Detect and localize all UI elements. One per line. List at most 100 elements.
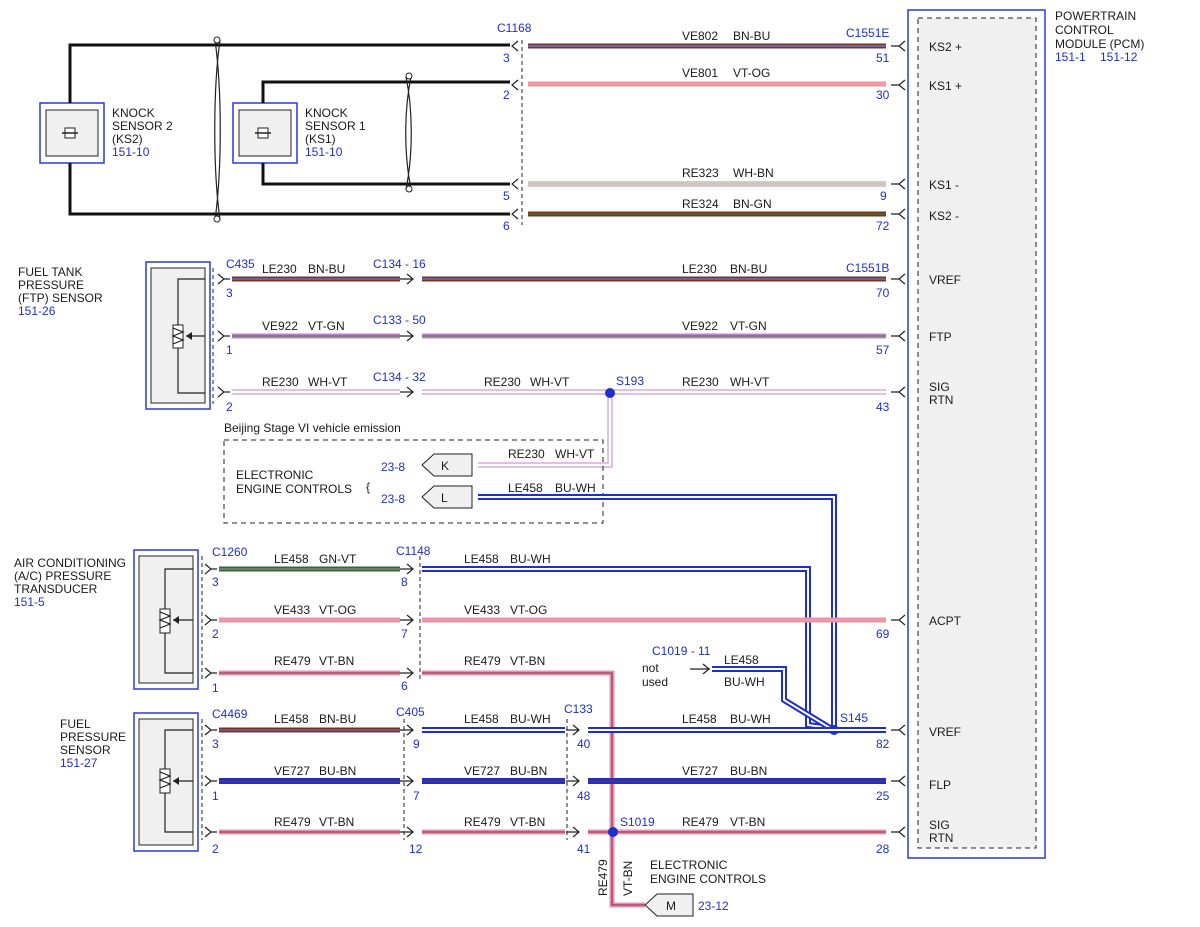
wire-re230-color-d: WH-VT <box>555 447 595 461</box>
pcm-e-pin-51: 51 <box>876 51 890 65</box>
pcm-pin-ks2-minus: KS2 - <box>929 209 959 223</box>
pcm-b-pin-43: 43 <box>876 400 890 414</box>
wire-le458-circuit-d: LE458 <box>508 481 543 495</box>
wire-re479-circuit-a: RE479 <box>274 654 311 668</box>
emission-dashed-box <box>223 439 604 524</box>
wire-le458-bw-color-c: BU-WH <box>730 712 771 726</box>
ftp-pin-2: 2 <box>226 400 233 414</box>
knock-sensor-2: KNOCK SENSOR 2 (KS2) 151-10 <box>39 102 173 164</box>
eec-l-ref: 23-8 <box>381 492 405 506</box>
wire-re479-vertical-circuit: RE479 <box>596 859 610 896</box>
c134-16-label: C134 - 16 <box>373 257 426 271</box>
pcm-pin-vref-2: VREF <box>929 725 961 739</box>
wire-ve727-color-a: BU-BN <box>319 764 356 778</box>
pcm-pin-ks2-plus: KS2 + <box>929 40 962 54</box>
c1148-pin-7: 7 <box>401 627 408 641</box>
pcm-title-line3: MODULE (PCM) <box>1055 37 1144 51</box>
ac-pin-1: 1 <box>212 681 219 695</box>
eec-bottom-ref: 23-12 <box>698 899 729 913</box>
emission-note: Beijing Stage VI vehicle emission <box>224 421 401 435</box>
ac-wires: LE458 GN-VT C1148 8 LE458 BU-WH VE433 VT… <box>219 544 890 908</box>
eec-box-label-2: ENGINE CONTROLS <box>236 482 352 496</box>
wire-le458-nu-color: BU-WH <box>724 675 765 689</box>
pcm-pin-ftp: FTP <box>929 330 952 344</box>
c1148-pin-8: 8 <box>401 575 408 589</box>
pcm-ref-2: 151-12 <box>1100 50 1138 64</box>
c435-label: C435 <box>226 257 255 271</box>
ftp-ref: 151-26 <box>18 304 56 318</box>
ac-label-3: TRANSDUCER <box>14 582 98 596</box>
fp-pin-1: 1 <box>212 789 219 803</box>
fp-pin-3: 3 <box>212 737 219 751</box>
wire-re323-circuit: RE323 <box>682 166 719 180</box>
c1168-pin-3: 3 <box>503 51 510 65</box>
pcm-pin-ks1-minus: KS1 - <box>929 178 959 192</box>
ac-pin-3: 3 <box>212 575 219 589</box>
splice-s193-label: S193 <box>616 374 644 388</box>
c1148-label: C1148 <box>396 544 431 558</box>
c134-32-label: C134 - 32 <box>373 370 426 384</box>
pcm-pin-rtn-2: RTN <box>929 831 953 845</box>
wire-le230-color-a: BN-BU <box>308 262 345 276</box>
ac-resistor-icon <box>159 608 171 634</box>
ac-label-2: (A/C) PRESSURE <box>14 569 111 583</box>
ftp-pin-1: 1 <box>226 343 233 357</box>
eec-pin-k: K <box>441 459 449 473</box>
c1168-pin-6: 6 <box>503 219 510 233</box>
wire-re230-color-c: WH-VT <box>730 375 770 389</box>
wire-ve727-color-c: BU-BN <box>730 764 767 778</box>
pcm-pin-vref-1: VREF <box>929 273 961 287</box>
ks2-label-2: SENSOR 2 <box>112 119 173 133</box>
knock-harness <box>68 36 510 223</box>
c133-pin-48: 48 <box>577 789 591 803</box>
wire-ve727-circuit-a: VE727 <box>274 764 310 778</box>
wire-le458-gn-circuit: LE458 <box>274 552 309 566</box>
wire-ve433-circuit-a: VE433 <box>274 603 310 617</box>
splice-s145-label: S145 <box>840 711 868 725</box>
knock-sensor-1: KNOCK SENSOR 1 (KS1) 151-10 <box>232 102 366 164</box>
fp-pin-2: 2 <box>212 842 219 856</box>
wire-ve922-circuit-b: VE922 <box>682 319 718 333</box>
wire-ve727-color-b: BU-BN <box>510 764 547 778</box>
pcm-title-line2: CONTROL <box>1055 23 1114 37</box>
wire-le458-bw-color-b: BU-WH <box>510 712 551 726</box>
wire-le230-circuit-b: LE230 <box>682 262 717 276</box>
c405-pin-12: 12 <box>409 842 423 856</box>
c133-pin-40: 40 <box>577 737 591 751</box>
pcm-ref-1: 151-1 <box>1055 50 1086 64</box>
wire-ve802-circuit: VE802 <box>682 29 718 43</box>
wire-ve727-circuit-b: VE727 <box>464 764 500 778</box>
fp-label-1: FUEL <box>60 717 91 731</box>
eec-bottom: RE479 VT-BN ELECTRONIC ENGINE CONTROLS M… <box>596 858 766 917</box>
pcm-pin-flp: FLP <box>929 778 951 792</box>
wire-ve922-circuit-a: VE922 <box>262 319 298 333</box>
wire-re479-circuit-b: RE479 <box>464 654 501 668</box>
wire-ve433-circuit-b: VE433 <box>464 603 500 617</box>
c405-pin-7: 7 <box>413 789 420 803</box>
wire-ve801-color: VT-OG <box>733 66 770 80</box>
pcm-pin-28: 28 <box>876 842 890 856</box>
pcm-e-pin-9: 9 <box>880 189 887 203</box>
ks1-label-3: (KS1) <box>305 132 336 146</box>
wire-re479-circuit-c: RE479 <box>274 815 311 829</box>
wire-le458-gn-color: GN-VT <box>319 552 357 566</box>
wire-re479-vertical-color: VT-BN <box>621 861 635 896</box>
fp-resistor-icon <box>159 768 171 794</box>
fp-label-3: SENSOR <box>60 743 111 757</box>
c1019-label: C1019 - 11 <box>652 644 711 658</box>
pcm-b-pin-57: 57 <box>876 343 890 357</box>
pcm-pin-sig-2: SIG <box>929 818 950 832</box>
wire-ve801-circuit: VE801 <box>682 66 718 80</box>
wire-re230-circuit-b: RE230 <box>484 375 521 389</box>
wire-le230-color-b: BN-BU <box>730 262 767 276</box>
c1260-label: C1260 <box>212 545 248 559</box>
wire-ve433-color-b: VT-OG <box>510 603 547 617</box>
c133-pin-41: 41 <box>577 842 591 856</box>
fp-wires: S1019 LE458 BN-BU C405 9 LE458 BU-WH C13… <box>219 702 890 856</box>
eec-box-label-1: ELECTRONIC <box>236 468 314 482</box>
wire-ve727-circuit-c: VE727 <box>682 764 718 778</box>
ftp-wires: S193 LE230 BN-BU C134 - 16 LE230 BN-BU C… <box>232 257 890 468</box>
wire-le458-bw-circuit-b: LE458 <box>464 712 499 726</box>
pcm-pin-sig-1: SIG <box>929 380 950 394</box>
c4469-label: C4469 <box>212 707 248 721</box>
